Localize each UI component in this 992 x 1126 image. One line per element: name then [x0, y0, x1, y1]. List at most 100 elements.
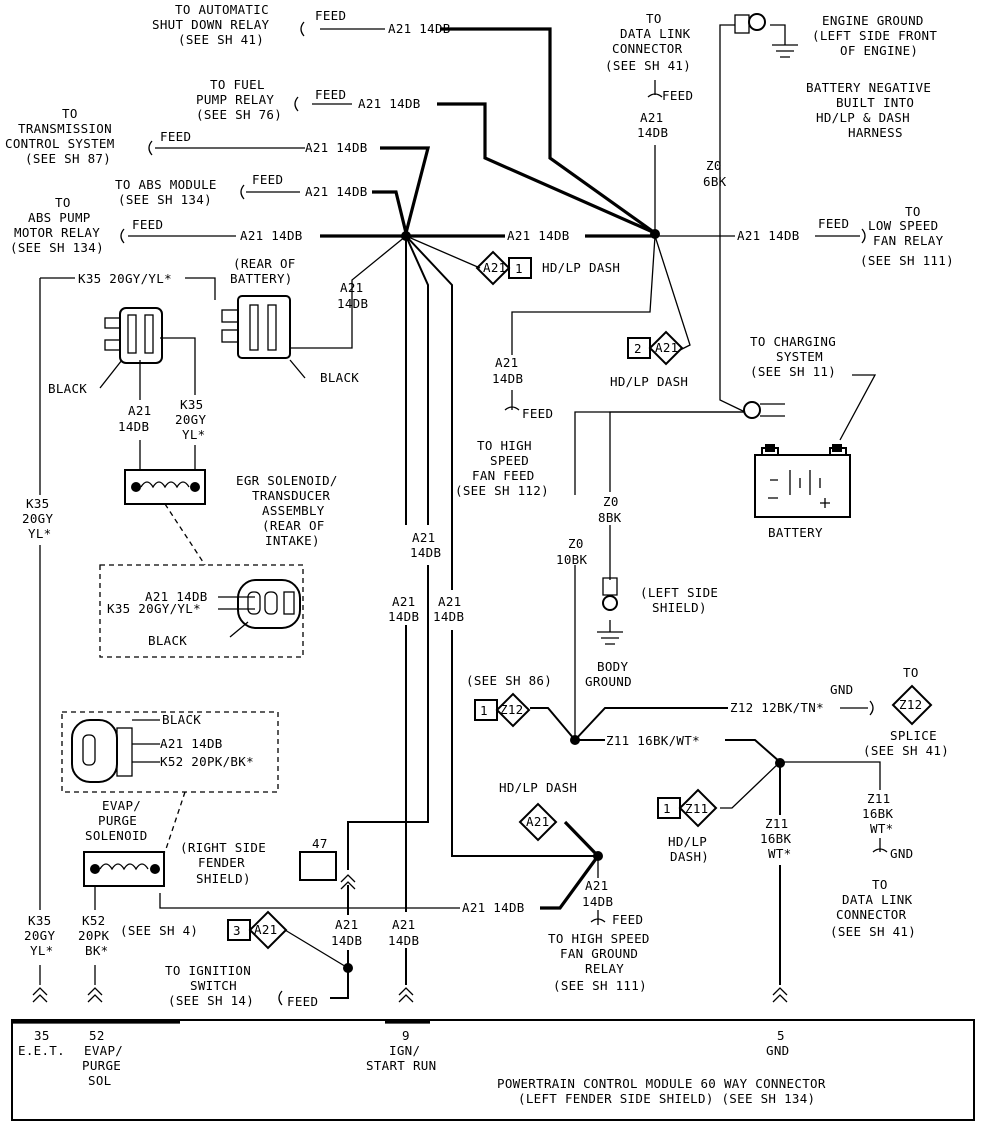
junction-ign	[343, 963, 353, 973]
wire-to-splice1	[405, 235, 481, 269]
evap-detail-box	[61, 711, 279, 793]
abs-pump-label-2: ABS PUMP	[28, 210, 91, 225]
right-shield-3: SHIELD)	[196, 871, 251, 886]
fuel-feed: FEED	[315, 87, 346, 102]
ground-icon	[772, 44, 798, 58]
pin35-num: 35	[34, 1028, 50, 1043]
charging-2: SYSTEM	[776, 349, 823, 364]
pin5-num: 5	[777, 1028, 785, 1043]
eyelet-body-ground-icon	[602, 577, 618, 611]
left-shield-1: (LEFT SIDE	[640, 585, 718, 600]
trans-a21: A21 14DB	[305, 140, 368, 155]
pin52-num: 52	[89, 1028, 105, 1043]
pin9-a21: A21	[392, 917, 415, 932]
feed-squiggle-asd	[300, 21, 305, 37]
bus-a21-right: A21 14DB	[737, 228, 800, 243]
hsground-14db: 14DB	[582, 894, 613, 909]
pin9-name-2: START RUN	[366, 1058, 436, 1073]
hdlp-splice-a21: A21	[526, 814, 549, 829]
abs-module-label-2: (SEE SH 134)	[118, 192, 212, 207]
k52-2: 20PK	[78, 928, 109, 943]
dlc-bottom-2: DATA LINK	[842, 892, 913, 907]
egr-detail-box	[99, 564, 304, 658]
abs-pump-a21: A21 14DB	[240, 228, 303, 243]
trans-label-2: TRANSMISSION	[18, 121, 112, 136]
rear-battery-1: (REAR OF	[233, 256, 296, 271]
splice-a21-2	[627, 330, 684, 366]
dlc-bottom-3: CONNECTOR	[836, 907, 907, 922]
pin52-name-2: PURGE	[82, 1058, 121, 1073]
wire-charging	[839, 374, 877, 441]
pin35-name: E.E.T.	[18, 1043, 65, 1058]
feed-squiggle-lowfan	[861, 228, 866, 244]
feed-squiggle-dlc-bottom	[872, 848, 888, 853]
evap-leader	[164, 791, 186, 853]
dlc-bottom-4: (SEE SH 41)	[830, 924, 916, 939]
evap-label-2: PURGE	[98, 813, 137, 828]
ign-feed: FEED	[287, 994, 318, 1009]
trans-label-1: TO	[62, 106, 78, 121]
egr-conn-14db: 14DB	[118, 419, 149, 434]
arrow-pin5	[772, 987, 788, 1003]
z11-splice-num: 1	[663, 801, 671, 816]
wire-z11-dlc	[780, 761, 881, 790]
pcm-label-1: POWERTRAIN CONTROL MODULE 60 WAY CONNECT…	[497, 1076, 826, 1091]
egr-connector-icon	[104, 307, 163, 364]
k52-1: K52	[82, 913, 105, 928]
dlc-top-4: (SEE SH 41)	[605, 58, 691, 73]
abs-pump-feed: FEED	[132, 217, 163, 232]
wire-ign-b	[330, 950, 349, 999]
k35-side-2: 20GY	[22, 511, 53, 526]
egr-detail-black: BLACK	[148, 633, 187, 648]
vert-14db-2: 14DB	[388, 609, 419, 624]
labels: TO AUTOMATIC SHUT DOWN RELAY (SEE SH 41)…	[5, 2, 954, 1106]
junction-dlc	[650, 229, 660, 239]
arrow-pin9	[398, 987, 414, 1003]
egr-detail-k35: K35 20GY/YL*	[107, 601, 201, 616]
hsfan-label-4: (SEE SH 112)	[455, 483, 549, 498]
egr-label-4: (REAR OF	[262, 518, 325, 533]
bus-a21: A21 14DB	[507, 228, 570, 243]
z11-hdlp-1: HD/LP	[668, 834, 707, 849]
abs-pump-label-3: MOTOR RELAY	[14, 225, 100, 240]
bat-neg-4: HARNESS	[848, 125, 903, 140]
junction-z11	[775, 758, 785, 768]
wire-eng-ground-b	[770, 24, 786, 45]
dlc-top-1: TO	[646, 11, 662, 26]
pin9-14db: 14DB	[388, 933, 419, 948]
body-ground-2: GROUND	[585, 674, 632, 689]
wire-egr-k35	[160, 337, 196, 395]
dlc-top-a21: A21	[640, 110, 663, 125]
eyelet-engine-ground-icon	[734, 13, 766, 34]
lowfan-label-3: FAN RELAY	[873, 233, 944, 248]
dlc-top-feed: FEED	[662, 88, 693, 103]
see-sh-86: (SEE SH 86)	[466, 673, 552, 688]
egr-detail-connector-icon	[237, 579, 301, 629]
feed-squiggle-trans	[148, 140, 153, 156]
hsfan-feed: FEED	[522, 406, 553, 421]
vert-a21-2: A21	[392, 594, 415, 609]
vert-14db-3: 14DB	[433, 609, 464, 624]
trans-label-4: (SEE SH 87)	[25, 151, 111, 166]
vert-14db-1: 14DB	[410, 545, 441, 560]
wire-evap-a21-b	[540, 855, 600, 910]
battery-label: BATTERY	[768, 525, 823, 540]
ign-14db: 14DB	[331, 933, 362, 948]
arrow-pin35	[32, 987, 48, 1003]
feed-squiggle-gnd	[869, 700, 874, 716]
splice-z12-right	[891, 684, 933, 726]
hsground-3: RELAY	[585, 961, 624, 976]
evap-label-3: SOLENOID	[85, 828, 148, 843]
abs-pump-label-1: TO	[55, 195, 71, 210]
trans-feed: FEED	[160, 129, 191, 144]
left-shield-2: SHIELD)	[652, 600, 707, 615]
right-shield-1: (RIGHT SIDE	[180, 840, 266, 855]
evap-label-1: EVAP/	[102, 798, 141, 813]
hdlp-dash-2: HD/LP DASH	[610, 374, 688, 389]
wire-splice3	[284, 929, 349, 969]
wire-k35-top-right	[185, 277, 216, 300]
pin52-name-1: EVAP/	[84, 1043, 123, 1058]
dlc-bottom-1: TO	[872, 877, 888, 892]
z11-b-1: Z11	[867, 791, 890, 806]
conn-47: 47	[312, 836, 328, 851]
